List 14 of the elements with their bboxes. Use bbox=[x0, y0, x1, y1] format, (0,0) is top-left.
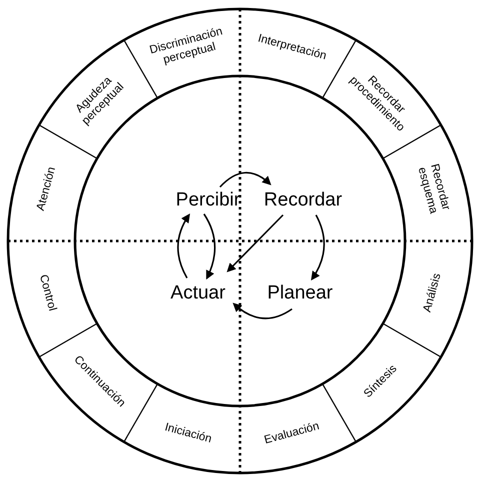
segment-label: Control bbox=[30, 252, 64, 334]
cycle-step: Actuar bbox=[170, 284, 226, 304]
curved-arrow bbox=[226, 214, 284, 272]
curved-arrow bbox=[203, 214, 216, 280]
curved-arrow bbox=[177, 213, 190, 278]
cycle-step: Percibir bbox=[176, 190, 240, 212]
curved-arrow bbox=[219, 172, 272, 188]
cycle-step: Planear bbox=[267, 284, 333, 304]
segment-label: Análisis bbox=[416, 252, 450, 334]
segment-label: Atención bbox=[30, 148, 64, 230]
curved-arrow bbox=[232, 302, 292, 320]
segment-label: Recordar esquema bbox=[412, 156, 454, 222]
curved-arrow bbox=[311, 214, 325, 280]
cycle-step: Recordar bbox=[264, 190, 342, 212]
